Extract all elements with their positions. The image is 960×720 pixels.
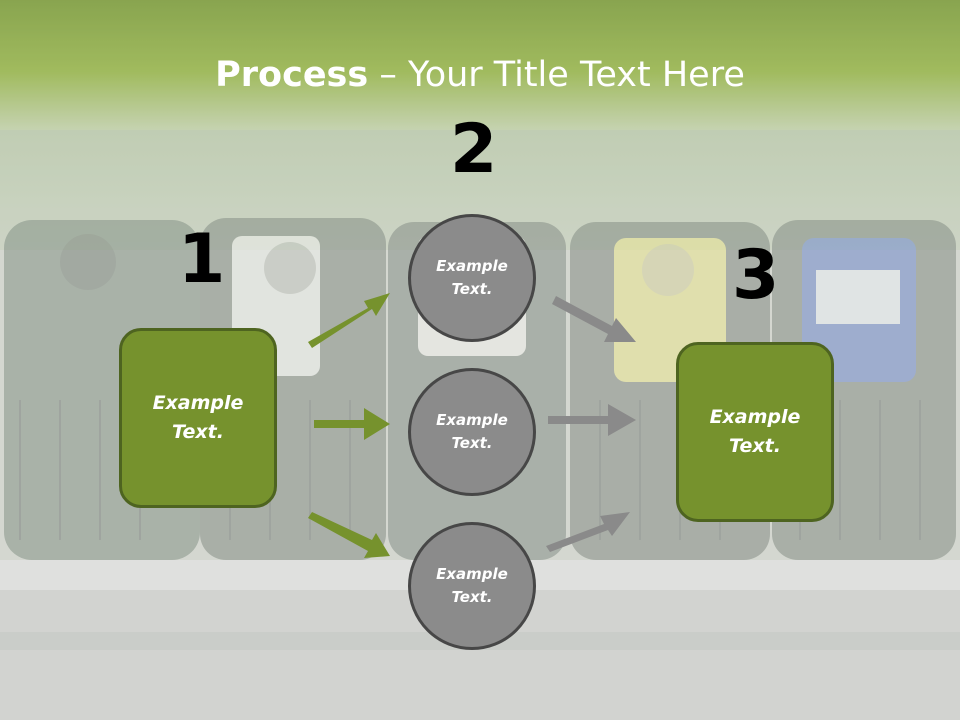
circle-top-text: Example Text. bbox=[436, 257, 508, 298]
circle-top: Example Text. bbox=[408, 214, 536, 342]
step-1-box: Example Text. bbox=[119, 328, 277, 508]
circle-bottom-text: Example Text. bbox=[436, 565, 508, 606]
step-1-text: Example Text. bbox=[152, 392, 244, 443]
title-bold: Process bbox=[215, 55, 369, 95]
arrow-gray-down bbox=[552, 296, 636, 342]
step-number-2: 2 bbox=[450, 110, 498, 189]
title-rest: – Your Title Text Here bbox=[368, 55, 745, 95]
arrow-green-up bbox=[308, 293, 390, 348]
arrow-gray-up bbox=[546, 512, 630, 552]
step-number-3: 3 bbox=[732, 236, 780, 315]
circle-middle: Example Text. bbox=[408, 368, 536, 496]
step-number-1: 1 bbox=[178, 220, 226, 299]
step-3-box: Example Text. bbox=[676, 342, 834, 522]
arrow-gray-middle bbox=[548, 404, 636, 436]
circle-bottom: Example Text. bbox=[408, 522, 536, 650]
step-3-text: Example Text. bbox=[709, 406, 801, 457]
circle-middle-text: Example Text. bbox=[436, 411, 508, 452]
arrow-green-down bbox=[308, 512, 390, 558]
arrow-green-middle bbox=[314, 408, 390, 440]
slide-title: Process – Your Title Text Here bbox=[0, 52, 960, 98]
